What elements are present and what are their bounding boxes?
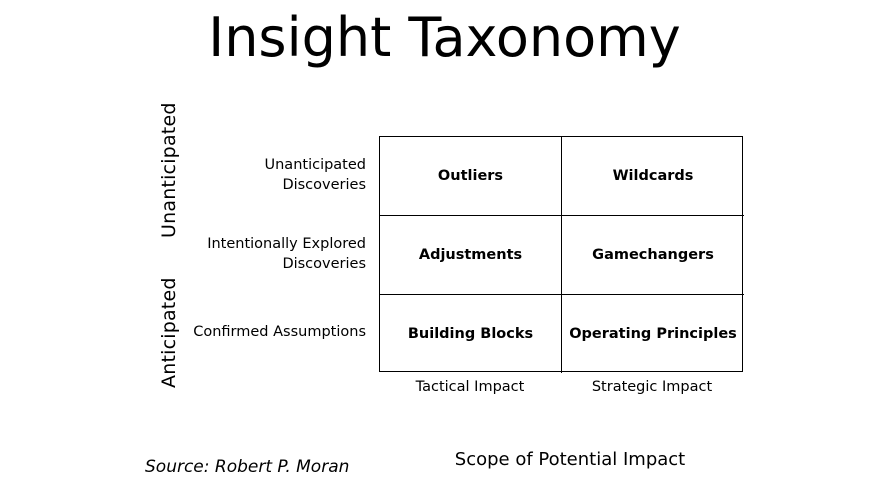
x-axis-title: Scope of Potential Impact — [454, 449, 686, 470]
y-axis-band-anticipated: Anticipated — [158, 277, 180, 388]
matrix-column-labels: Tactical Impact Strategic Impact — [379, 374, 743, 400]
row-label-intentionally-explored-discoveries: Intentionally Explored Discoveries — [207, 235, 366, 272]
column-label-tactical-impact: Tactical Impact — [415, 379, 525, 395]
matrix-cell-gamechangers: Gamechangers — [562, 216, 744, 295]
source-note: Source: Robert P. Moran — [145, 457, 350, 477]
matrix-cell-building-blocks: Building Blocks — [380, 295, 562, 373]
matrix-cell-wildcards: Wildcards — [562, 137, 744, 216]
y-axis-band-unanticipated: Unanticipated — [158, 102, 180, 238]
matrix-cell-operating-principles: Operating Principles — [569, 326, 737, 342]
page-title: Insight Taxonomy — [208, 6, 681, 69]
matrix-cell-outliers: Outliers — [380, 137, 562, 216]
row-label-unanticipated-discoveries: Unanticipated Discoveries — [264, 156, 367, 193]
row-label-confirmed-assumptions: Confirmed Assumptions — [193, 324, 366, 341]
matrix-row-labels: Unanticipated Discoveries Intentionally … — [190, 136, 372, 372]
matrix-cell-adjustments: Adjustments — [380, 216, 562, 295]
column-label-strategic-impact: Strategic Impact — [591, 379, 713, 395]
taxonomy-matrix: Outliers Wildcards Adjustments Gamechang… — [379, 136, 744, 373]
